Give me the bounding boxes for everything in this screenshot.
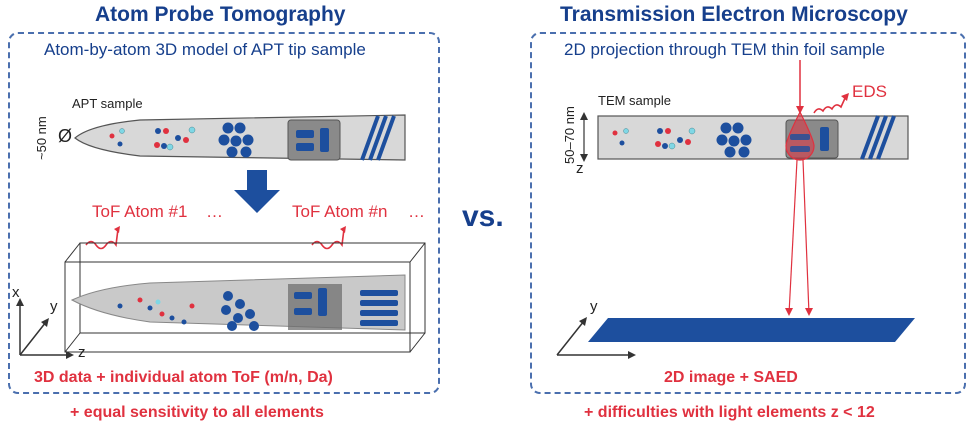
tof-atom-1-label: ToF Atom #1 (92, 202, 188, 221)
tem-title-clip: Transmission Electron Microscopy (560, 3, 974, 31)
apt-tip-stripes (360, 115, 396, 161)
down-arrow (234, 170, 280, 213)
tem-detector-screen (588, 318, 915, 342)
apt-reconstruction-precipitate (288, 284, 342, 330)
apt-tip-cluster (218, 122, 254, 158)
tem-subtitle: 2D projection through TEM thin foil samp… (564, 40, 885, 59)
tem-axis-y-label: y (590, 298, 598, 315)
tem-foil-atoms (612, 127, 696, 150)
apt-result: 3D data + individual atom ToF (m/n, Da) (34, 369, 333, 386)
tem-result: 2D image + SAED (664, 369, 798, 386)
tof-wave-1 (85, 228, 119, 250)
eds-label: EDS (852, 82, 887, 101)
apt-axis-y-label: y (50, 298, 58, 315)
tem-sample-label: TEM sample (598, 93, 671, 108)
tof-atom-n-label: ToF Atom #n (292, 202, 388, 221)
tem-panel (530, 32, 966, 394)
apt-reconstruction-atoms (117, 297, 195, 325)
tem-title: Transmission Electron Microscopy (560, 3, 908, 26)
apt-advantage: + equal sensitivity to all elements (70, 404, 324, 421)
apt-reconstruction-lattice (360, 290, 398, 326)
tof-ellipsis-2: … (408, 202, 425, 221)
apt-tip-precipitate (287, 119, 341, 161)
apt-axis-z-label: z (78, 344, 86, 361)
apt-sample-label: APT sample (72, 96, 143, 111)
apt-panel (8, 32, 440, 394)
diameter-symbol: Ø (58, 126, 73, 146)
apt-tip-atoms (109, 126, 196, 151)
apt-axes (19, 302, 70, 356)
transmitted-beams (788, 159, 810, 315)
tem-foil-stripes (860, 115, 896, 160)
tof-ellipsis-1: … (206, 202, 223, 221)
tem-thickness-label: 50–70 nm (562, 106, 577, 164)
tem-thickness-axis-label: z (576, 160, 584, 177)
apt-subtitle: Atom-by-atom 3D model of APT tip sample (44, 40, 366, 59)
tem-foil (597, 115, 909, 160)
apt-3d-box (64, 242, 426, 353)
tem-axes (556, 320, 632, 356)
tem-disadvantage: + difficulties with light elements z < 1… (584, 404, 875, 421)
tof-wave-2 (311, 228, 345, 250)
apt-title: Atom Probe Tomography (95, 3, 346, 26)
apt-reconstruction-cluster (221, 291, 259, 331)
vs-label: vs. (462, 200, 504, 233)
apt-axis-x-label: x (12, 284, 20, 301)
tem-foil-cluster (716, 122, 752, 158)
eds-wave (813, 95, 847, 114)
